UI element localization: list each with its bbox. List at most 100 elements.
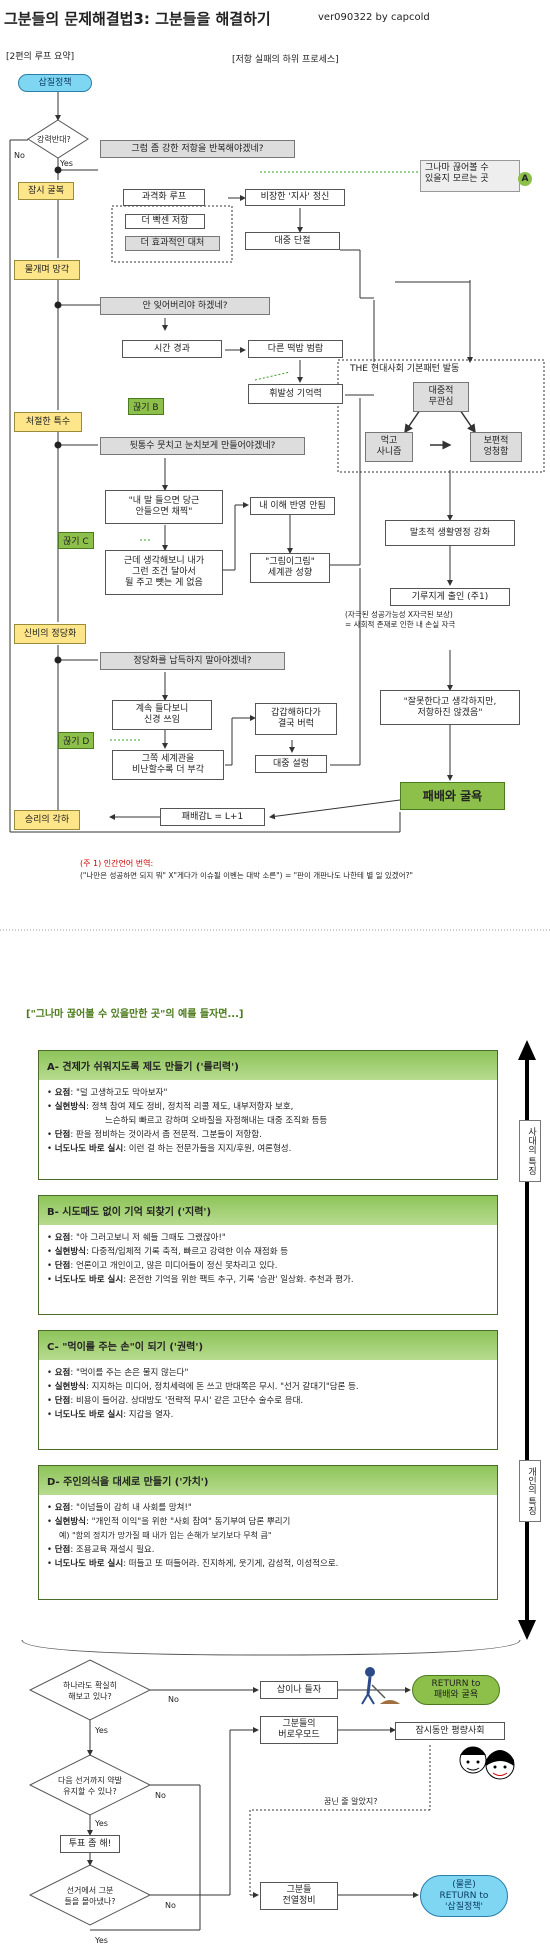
box-radical-loop: 과격화 루프 bbox=[123, 189, 205, 206]
note-cut-a: 그나마 끊어볼 수 있을지 모르는 곳 bbox=[420, 160, 520, 192]
section-a-line: • 단점: 판을 정비하는 것이라서 좀 전문적. 그분들이 저항함. bbox=[47, 1130, 262, 1140]
box-patriot: 비장한 '지사' 정신 bbox=[245, 189, 345, 206]
section-b: B- 시도때도 없이 기억 되찾기 ('지력') • 요점: "아 그러고보니 … bbox=[38, 1195, 498, 1315]
section-d-line: • 단점: 조용교육 재설시 필요. bbox=[47, 1545, 155, 1555]
section-a-line: • 실현방식: 정책 참여 제도 정비, 정치적 리콜 제도, 내부저항자 보호… bbox=[47, 1102, 294, 1112]
section-b-line: • 요점: "아 그러고보니 저 쉐들 그때도 그랬잖아!" bbox=[47, 1233, 226, 1243]
box-defeat: 패배와 굴욕 bbox=[400, 782, 505, 810]
box-more-resist: 더 빡센 저항 bbox=[125, 214, 205, 229]
box-frustrated: 갑갑해하다가 결국 버럭 bbox=[255, 703, 337, 735]
version-label: ver090322 by capcold bbox=[318, 12, 430, 23]
flow-box-sapjil: 삽질정책 bbox=[18, 74, 92, 92]
section-a-line: • 너도나도 바로 실시: 이런 걸 하는 전문가들을 지지/후원, 여론형성. bbox=[47, 1144, 292, 1154]
section-b-title: B- 시도때도 없이 기억 되찾기 ('지력') bbox=[39, 1196, 497, 1225]
yes-label-2: Yes bbox=[95, 1819, 108, 1828]
section-d-line: • 너도나도 바로 실시: 떠들고 또 떠들어라. 진지하게, 웃기게, 감성적… bbox=[47, 1559, 339, 1569]
pattern-title: THE 현대사회 기본패턴 발동 bbox=[350, 364, 460, 374]
no-label-3: No bbox=[165, 1901, 176, 1910]
right-label: [저항 실패의 하위 프로세스] bbox=[232, 55, 339, 65]
yes-label-3: Yes bbox=[95, 1936, 108, 1945]
note-cut-c: 끊기 C bbox=[58, 532, 94, 549]
return-sapjil: (물론) RETURN to '삽질정책' bbox=[420, 1875, 508, 1917]
yes-label: Yes bbox=[60, 159, 73, 168]
flow-box-submit: 잠시 굴복 bbox=[18, 182, 74, 200]
flow-box-forget: 물개며 망각 bbox=[14, 260, 80, 280]
question-1: 그럼 좀 강한 저항을 반복해야겠네? bbox=[100, 140, 295, 158]
pattern-left: 먹고 사니즘 bbox=[365, 432, 413, 462]
section-c: C- "먹이를 주는 손"이 되기 ('권력') • 요점: "먹이를 주는 손… bbox=[38, 1330, 498, 1450]
page-title: 그분들의 문제해결법3: 그분들을 해결하기 bbox=[4, 10, 271, 28]
box-other-bait: 다른 떡밥 범람 bbox=[248, 340, 343, 358]
decision-3: 선거에서 그분 들을 몰아냈나? bbox=[64, 1886, 116, 1906]
decision-2: 다음 선거까지 약발 유지할 수 있나? bbox=[58, 1776, 122, 1796]
box-no-conditions: 근데 생각해보니 내가 그런 조건 달아서 될 주고 뺏는 게 없음 bbox=[105, 550, 223, 595]
footnote-2: ("나만은 성공하면 되지 뭐" X"게다가 이슈될 이벤는 대박 소른") =… bbox=[80, 871, 414, 880]
intro-label: ["그나마 끊어볼 수 있을만한 곳"의 예를 들자면...] bbox=[26, 1009, 244, 1020]
note-cut-d: 끊기 D bbox=[58, 732, 95, 749]
box-regroup: 그분들 전열정비 bbox=[260, 1882, 338, 1910]
section-c-title: C- "먹이를 주는 손"이 되기 ('권력') bbox=[39, 1331, 497, 1360]
box-criticize: 그쪽 세계관을 비난할수록 더 부각 bbox=[112, 750, 224, 780]
box-worldview: "그림이그림" 세계관 성향 bbox=[250, 553, 330, 583]
box-formula: (자극된 성공가능성 X자극된 보상) = 사회적 존재로 인한 내 손실 자극 bbox=[345, 610, 456, 629]
no-label-1: No bbox=[168, 1695, 179, 1704]
footnote-1: (주 1) 인간언어 번역: bbox=[80, 859, 154, 868]
box-volatile-memory: 휘발성 기억력 bbox=[248, 384, 343, 404]
shovel-worker-icon bbox=[361, 1667, 400, 1705]
flow-box-struggle: 처절한 특수 bbox=[14, 412, 82, 432]
flow-box-justify: 신비의 정당화 bbox=[14, 624, 86, 644]
section-c-line: • 단점: 비용이 들어감. 상대방도 '전략적 무시' 같은 고단수 술수로 … bbox=[47, 1396, 304, 1406]
pattern-center: 대중적 무관심 bbox=[413, 382, 469, 412]
section-d: D- 주인의식을 대세로 만들기 ('가치') • 요점: "이넘들이 감히 내… bbox=[38, 1465, 498, 1600]
question-3: 뒷통수 뭇치고 눈치보게 만들어야겠네? bbox=[100, 437, 305, 455]
decision-1: 하나라도 확실히 해보고 있나? bbox=[62, 1681, 118, 1701]
section-c-line: • 너도나도 바로 실시: 지갑을 열자. bbox=[47, 1410, 174, 1420]
question-2: 안 잊어버리야 하겠네? bbox=[100, 297, 270, 315]
flow-connectors bbox=[0, 92, 550, 931]
no-label-2: No bbox=[155, 1791, 166, 1800]
section-c-line: • 요점: "먹이를 주는 손은 물지 않는다" bbox=[47, 1368, 189, 1378]
no-label: No bbox=[14, 151, 25, 160]
return-defeat: RETURN to 패배와 굴욕 bbox=[412, 1675, 500, 1705]
note-a-letter: A bbox=[518, 172, 532, 186]
box-stimulus: 말초적 생활영정 강화 bbox=[385, 520, 515, 546]
left-label: [2편의 루프 요약] bbox=[6, 52, 75, 62]
section-d-title: D- 주인의식을 대세로 만들기 ('가치') bbox=[39, 1466, 497, 1495]
box-escape: 기루지게 출인 (주1) bbox=[390, 588, 510, 606]
box-burrow: 그분들의 버로우모드 bbox=[260, 1716, 338, 1744]
box-better-cope: 더 효과적인 대처 bbox=[125, 236, 220, 251]
section-a-line: 느슨하되 빠르고 강하며 오바질을 자정해내는 대중 조직화 등등 bbox=[105, 1116, 328, 1126]
section-a: A- 견제가 쉬워지도록 제도 만들기 ('룰리력') • 요점: "덜 고생하… bbox=[38, 1050, 498, 1180]
box-mass-cut: 대중 단절 bbox=[245, 232, 340, 250]
yes-label-1: Yes bbox=[95, 1726, 108, 1735]
box-mass-cold: 대중 설렁 bbox=[255, 755, 327, 773]
section-b-line: • 너도나도 바로 실시: 온전한 기억을 위한 팩트 추구, 기록 '승관' … bbox=[47, 1275, 354, 1285]
dream-note: 꿈닌 줄 알았지? bbox=[324, 1797, 378, 1806]
side-label-bottom: 개인의 특징 bbox=[519, 1460, 541, 1522]
box-vote: 투표 좀 해! bbox=[60, 1835, 120, 1853]
section-d-line: • 요점: "이넘들이 감히 내 사회를 망쳐!" bbox=[47, 1503, 192, 1513]
decision-resist: 강력반대? bbox=[37, 135, 71, 144]
section-a-title: A- 견제가 쉬워지도록 제도 만들기 ('룰리력') bbox=[39, 1051, 497, 1080]
flow-box-victory: 승리의 각하 bbox=[14, 810, 80, 830]
section-b-line: • 실현방식: 다중적/입체적 기록 축적, 빠르고 강력한 이슈 재점화 등 bbox=[47, 1247, 289, 1257]
pattern-right: 보편적 엉청함 bbox=[470, 432, 522, 462]
box-carrot-stick: "내 말 들으면 당근 안들으면 채찍" bbox=[105, 490, 223, 524]
box-shovel: 삽이나 들자 bbox=[260, 1681, 338, 1699]
box-keep-hearing: 계속 들다보니 신경 쓰임 bbox=[112, 700, 212, 730]
question-4: 정당화를 납득하지 말아야겠네? bbox=[100, 652, 285, 670]
box-peace: 잠시동안 평량사회 bbox=[395, 1722, 505, 1740]
faces-icon bbox=[459, 1746, 515, 1780]
section-d-line: 예) "함의 정치가 망가질 때 내가 입는 손해가 보기보다 무척 큼" bbox=[59, 1531, 272, 1540]
note-cut-b: 끊기 B bbox=[128, 398, 164, 415]
section-d-line: • 실현방식: "개인적 이익"을 위한 "사회 참여" 동기부여 담론 뿌리기 bbox=[47, 1517, 291, 1527]
box-time-pass: 시간 경과 bbox=[122, 340, 222, 358]
section-b-line: • 단점: 언론이고 개인이고, 많은 미디어들이 정신 못차리고 있다. bbox=[47, 1261, 278, 1271]
side-label-top: 사대의 특징 bbox=[519, 1120, 541, 1182]
box-no-resist: "잘못한다고 생각하지만, 저항하진 않겠음" bbox=[380, 690, 520, 725]
box-not-reflected: 내 이해 반영 안됨 bbox=[250, 497, 335, 515]
section-a-line: • 요점: "덜 고생하고도 막아보자" bbox=[47, 1088, 168, 1098]
section-c-line: • 실현방식: 지지하는 미디어, 정치세력에 돈 쓰고 반대쪽은 무시. "선… bbox=[47, 1382, 359, 1392]
box-defeat-count: 패배감L = L+1 bbox=[160, 808, 265, 826]
